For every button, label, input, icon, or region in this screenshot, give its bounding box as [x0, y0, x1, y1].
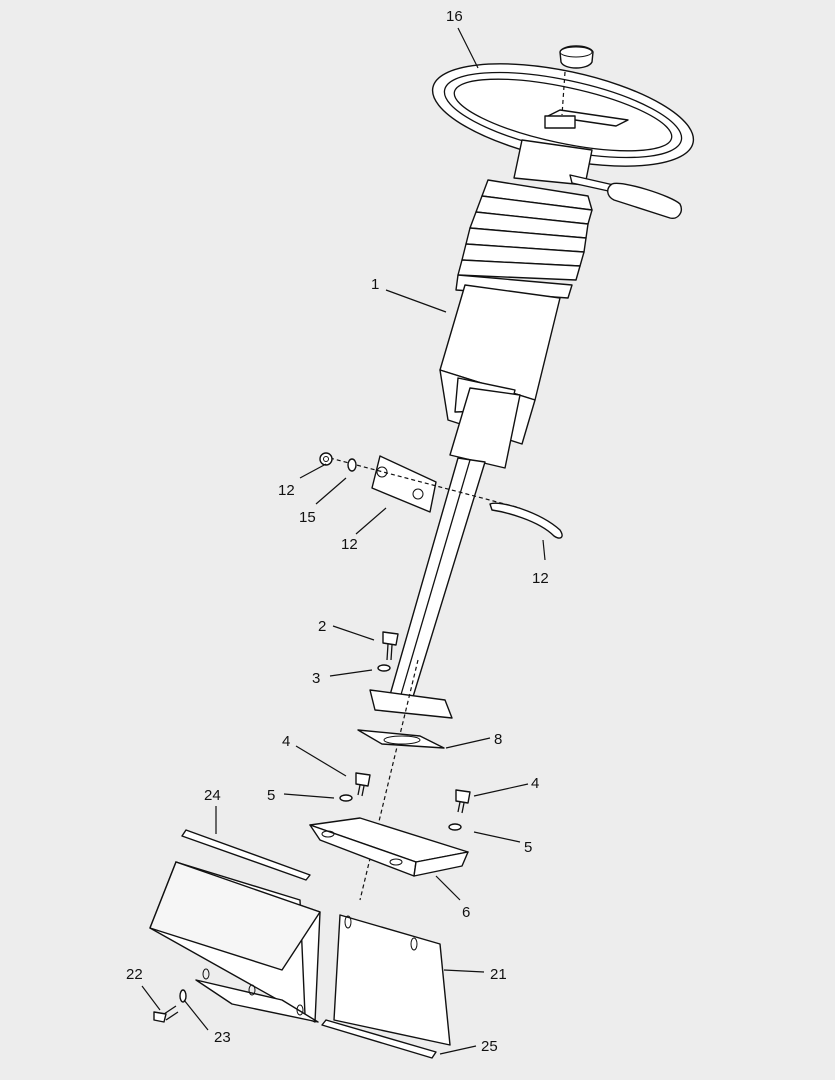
callout-24: 24	[204, 787, 221, 804]
bolt-22	[153, 1011, 167, 1023]
callout-22: 22	[126, 966, 143, 983]
clamp-hardware	[319, 452, 563, 539]
bolt-4a	[355, 772, 371, 787]
washer	[347, 458, 357, 472]
callout-15: 15	[299, 509, 316, 526]
washer-5a	[339, 794, 353, 802]
callout-3: 3	[312, 670, 320, 687]
spring-clip	[489, 502, 563, 539]
callout-1: 1	[371, 276, 379, 293]
seal-24	[181, 829, 311, 881]
callout-labels: 16 1 12 15 12 12 2 3 8 4 5 4 5 24 6 21 2…	[126, 8, 549, 1055]
bolt-2	[382, 631, 399, 646]
callout-2: 2	[318, 618, 326, 635]
callout-25: 25	[481, 1038, 498, 1055]
callout-5: 5	[524, 839, 532, 856]
column-base-flange	[369, 689, 453, 719]
washer-5b	[448, 823, 462, 831]
callout-12: 12	[532, 570, 549, 587]
callout-23: 23	[214, 1029, 231, 1046]
callout-12: 12	[341, 536, 358, 553]
callout-16: 16	[446, 8, 463, 25]
mount-bracket	[309, 772, 471, 877]
callout-6: 6	[462, 904, 470, 921]
lever-handle	[607, 182, 682, 219]
callout-4: 4	[531, 775, 539, 792]
bolt-4b	[455, 789, 471, 804]
trim-25	[321, 1019, 437, 1059]
steering-column	[369, 139, 682, 719]
lower-cover-assembly	[149, 829, 451, 1059]
washer-3	[377, 664, 391, 672]
callout-5: 5	[267, 787, 275, 804]
callout-8: 8	[494, 731, 502, 748]
nut	[319, 452, 333, 466]
callout-4: 4	[282, 733, 290, 750]
steering-wheel	[431, 45, 695, 167]
plate-21	[333, 914, 451, 1046]
gasket-8	[357, 729, 445, 749]
clamp-block	[371, 455, 437, 513]
callout-12: 12	[278, 482, 295, 499]
leader-lines	[141, 27, 546, 1055]
callout-21: 21	[490, 966, 507, 983]
washer-23	[179, 989, 187, 1003]
mount-hardware	[357, 631, 445, 901]
